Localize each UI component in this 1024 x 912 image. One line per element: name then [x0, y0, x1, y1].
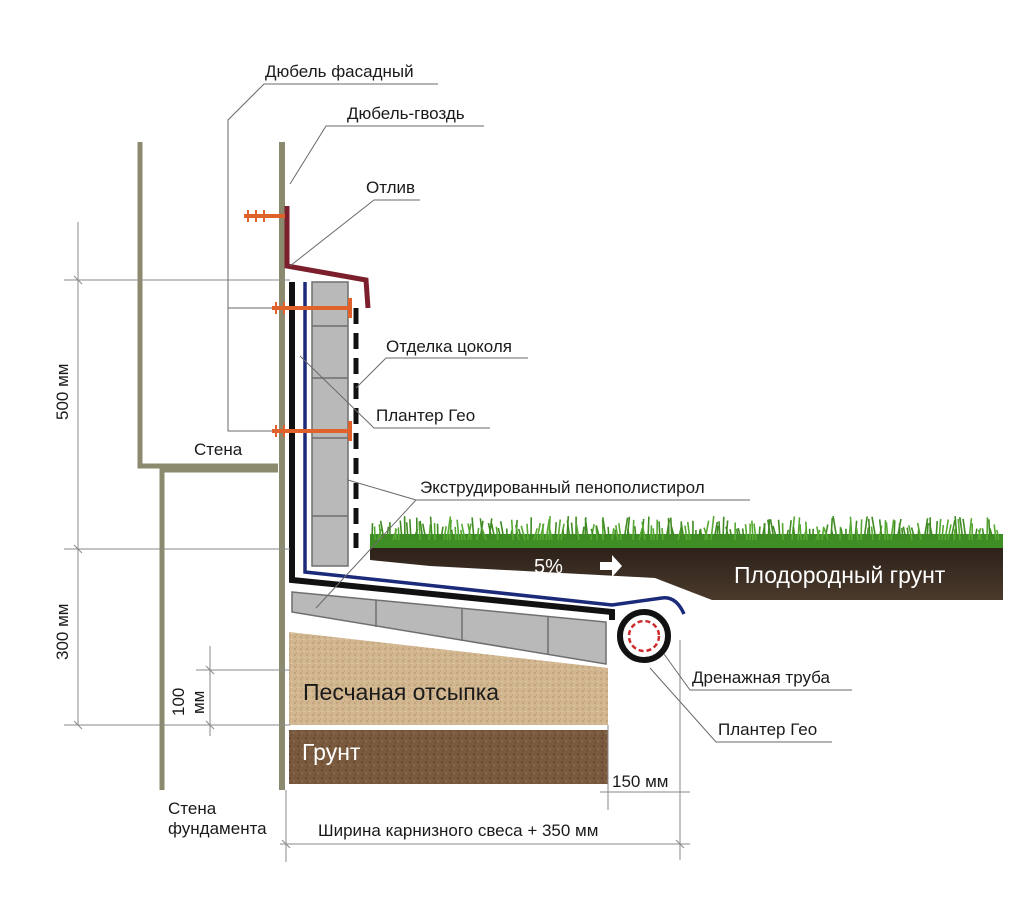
grass-blade [653, 528, 654, 540]
label-dim-300: 300 мм [53, 604, 72, 660]
house-wall [140, 142, 278, 790]
label-drain-pipe: Дренажная труба [692, 668, 830, 687]
grass-blade [752, 521, 753, 540]
grass-blade [861, 519, 862, 540]
label-dim-500: 500 мм [53, 364, 72, 420]
grass-blade [723, 517, 724, 540]
grass-blade [662, 528, 663, 540]
label-planter-geo-2: Плантер Гео [718, 720, 817, 739]
label-slope: 5% [534, 556, 563, 578]
dowel-nail-top [244, 210, 285, 222]
xps-vertical [312, 282, 348, 566]
grass-blade [800, 524, 801, 540]
label-foundation-wall-2: фундамента [168, 819, 267, 838]
label-foundation-wall-1: Стена [168, 799, 217, 818]
label-plinth-finish: Отделка цоколя [386, 337, 512, 356]
grass-blade [563, 529, 564, 540]
label-dim-width: Ширина карнизного свеса + 350 мм [318, 821, 598, 840]
label-fertile-soil: Плодородный грунт [734, 562, 946, 588]
label-soil: Грунт [302, 739, 361, 765]
label-sand-bed: Песчаная отсыпка [303, 679, 499, 705]
label-dim-100a: 100 [169, 688, 188, 716]
label-drip: Отлив [366, 178, 415, 197]
grass-blade [633, 520, 634, 540]
drain-pipe [620, 612, 668, 660]
label-dowel-nail: Дюбель-гвоздь [347, 104, 465, 123]
label-wall: Стена [194, 440, 243, 459]
label-dim-100b: мм [189, 691, 208, 714]
grass-blade [902, 528, 903, 540]
grass-blade [759, 526, 760, 540]
grass-blade [927, 523, 928, 540]
grass-blade [461, 530, 462, 540]
grass-blade [954, 529, 955, 540]
grass-blade [527, 524, 528, 540]
grass-blade [717, 526, 718, 540]
grass-blade [455, 527, 456, 540]
label-planter-geo-1: Плантер Гео [376, 406, 475, 425]
label-dowel-facade: Дюбель фасадный [265, 62, 414, 81]
grass-blade [608, 527, 609, 540]
grass-blade [764, 523, 765, 540]
grass-blade [894, 520, 895, 540]
label-xps: Экструдированный пенополистирол [420, 478, 705, 497]
label-dim-150: 150 мм [612, 772, 668, 791]
grass-blade [699, 530, 700, 540]
grass-blade [398, 527, 399, 540]
grass-blade [659, 521, 660, 540]
grass-blade [719, 521, 720, 540]
grass-blade [648, 517, 649, 540]
